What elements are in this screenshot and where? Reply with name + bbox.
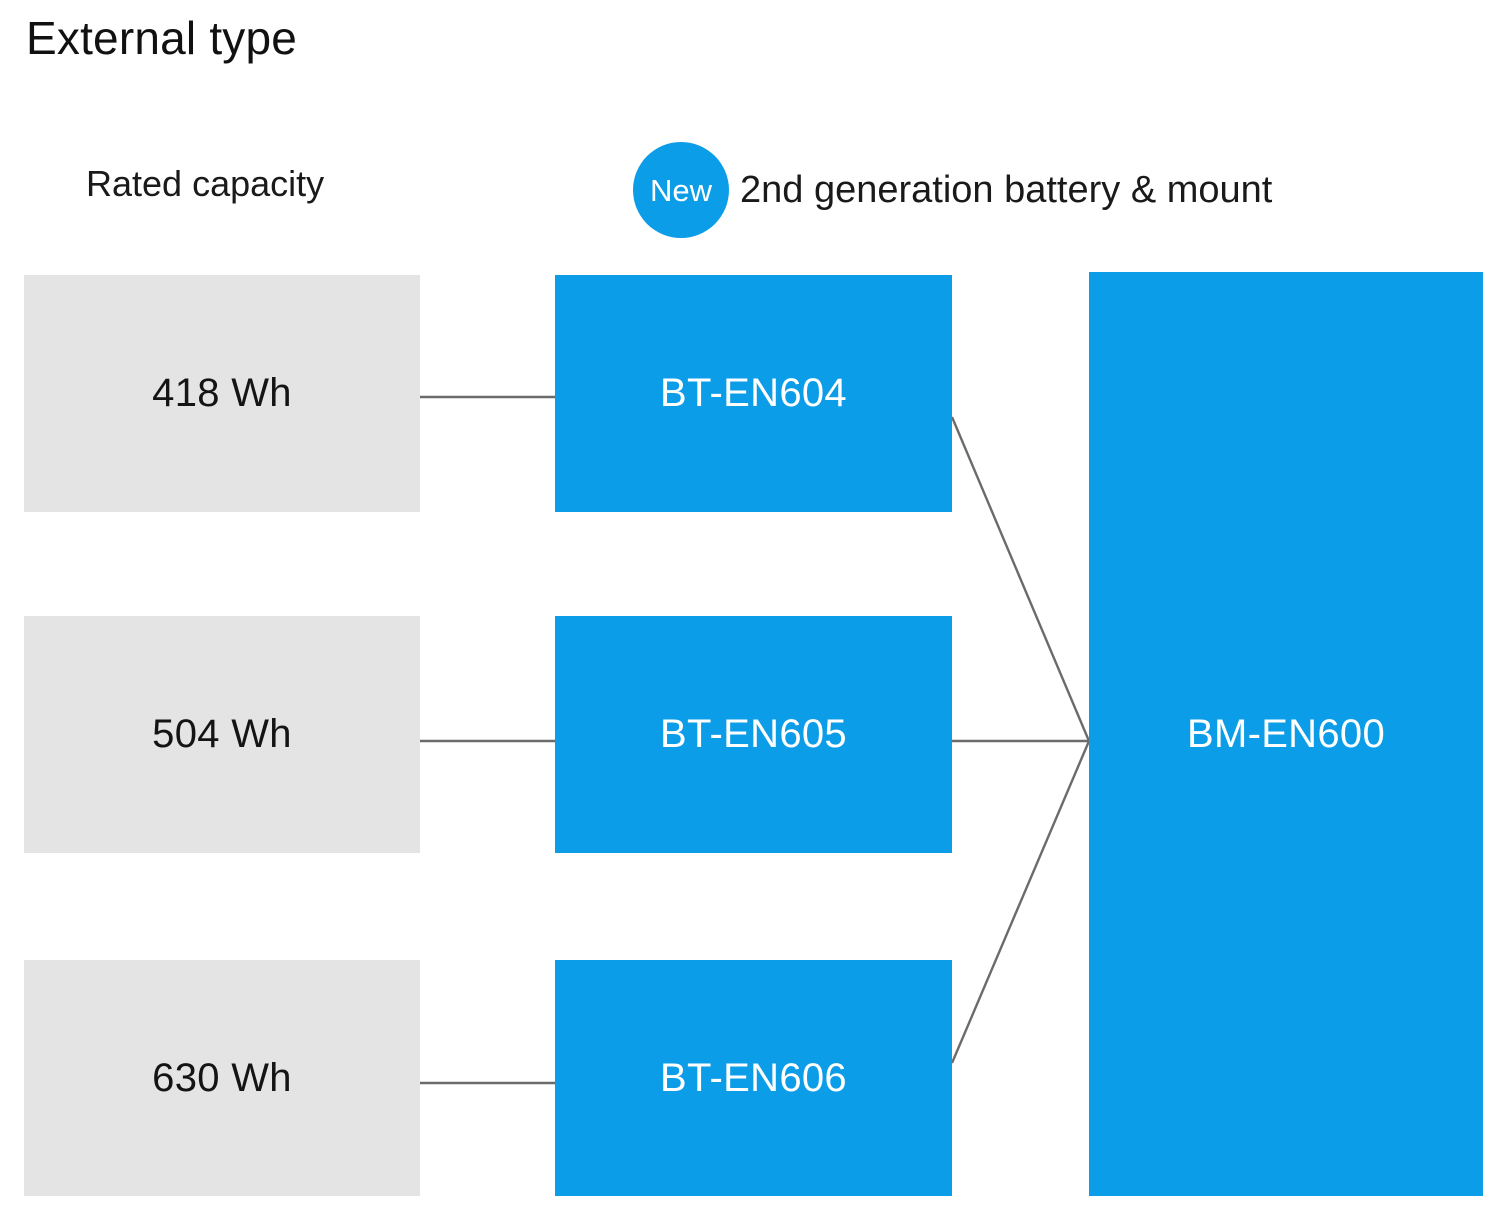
column-heading-generation: 2nd generation battery & mount: [740, 168, 1273, 211]
column-heading-rated-capacity: Rated capacity: [86, 163, 325, 204]
battery-box-2[interactable]: BT-EN605: [555, 616, 952, 853]
capacity-box-2[interactable]: 504 Wh: [24, 616, 420, 853]
capacity-label-2: 504 Wh: [152, 712, 292, 756]
battery-label-2: BT-EN605: [660, 712, 847, 756]
battery-box-3[interactable]: BT-EN606: [555, 960, 952, 1196]
battery-box-1[interactable]: BT-EN604: [555, 275, 952, 512]
capacity-box-1[interactable]: 418 Wh: [24, 275, 420, 512]
link-bt606-to-bm600: [950, 740, 1091, 1064]
new-badge: New: [633, 142, 729, 238]
capacity-label-3: 630 Wh: [152, 1055, 292, 1100]
capacity-box-3[interactable]: 630 Wh: [24, 960, 420, 1196]
new-badge-label: New: [649, 172, 712, 208]
mount-label: BM-EN600: [1186, 711, 1386, 756]
battery-label-1: BT-EN604: [660, 371, 847, 415]
link-bt604-to-bm600: [950, 416, 1091, 742]
page-title: External type: [26, 12, 298, 64]
capacity-label-1: 418 Wh: [152, 371, 292, 415]
new-generation-header: New 2nd generation battery & mount: [633, 142, 1272, 238]
mount-box[interactable]: BM-EN600: [1089, 272, 1483, 1196]
battery-label-3: BT-EN606: [660, 1055, 847, 1100]
